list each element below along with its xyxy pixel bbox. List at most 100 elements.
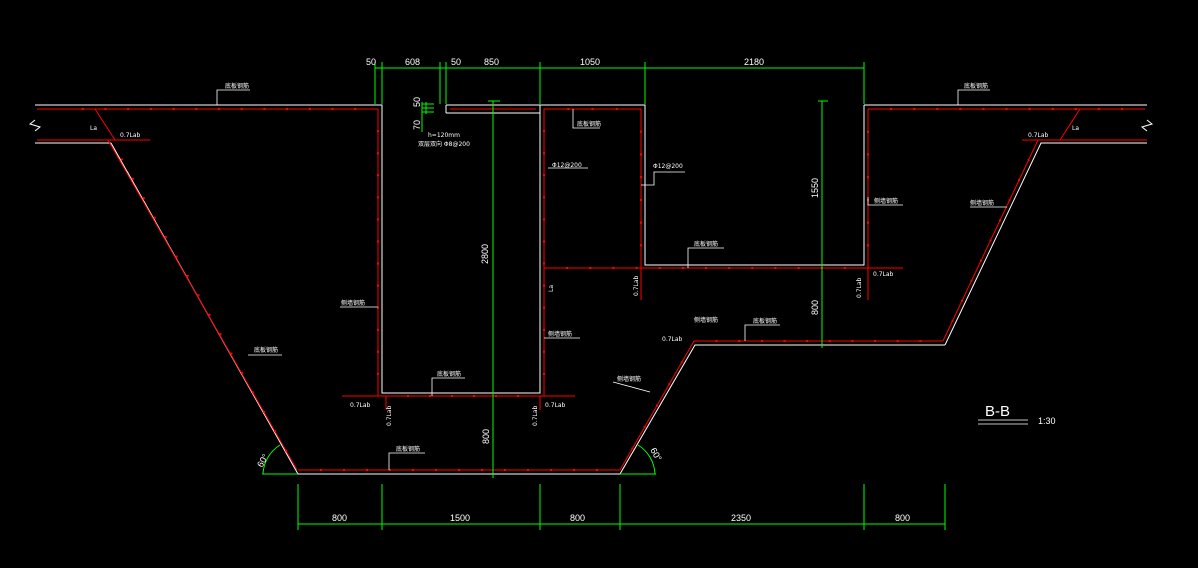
callout-3: 底板钢筋 <box>577 120 601 128</box>
rebar-tick-50 <box>783 340 786 342</box>
slot-label-50: 50 <box>412 97 422 107</box>
leader-1 <box>216 89 250 105</box>
angle-label-right: 60° <box>648 446 664 463</box>
rebar-tick-97 <box>543 174 545 177</box>
rebar-tick-14 <box>131 177 134 180</box>
rebar-tick-105 <box>543 350 545 353</box>
rebar-tick-131 <box>867 176 869 179</box>
rebar-tick-29 <box>320 469 322 471</box>
rebar-tick-38 <box>527 469 529 471</box>
rebar-tick-102 <box>543 284 545 287</box>
rebar-tick-98 <box>543 196 545 199</box>
rebar-tick-112 <box>640 176 642 179</box>
right-lower-slope <box>619 344 945 475</box>
slot-label-70: 70 <box>412 120 422 130</box>
rebar-tick-115 <box>640 244 642 247</box>
leader-2 <box>957 89 990 105</box>
rebar-right-anchor <box>1059 108 1110 141</box>
rebar-tick-51 <box>806 340 809 342</box>
rebar-tick-90 <box>429 395 431 397</box>
rebar-tick-59 <box>970 279 973 282</box>
vertical-label-2800: 2800 <box>480 244 490 264</box>
rebar-tick-74 <box>1074 108 1077 110</box>
rebar-tick-125 <box>774 267 777 269</box>
rebar-tick-44 <box>656 404 658 407</box>
angle-label-left: 60° <box>255 452 271 469</box>
rebar-tick-21 <box>208 313 211 316</box>
rebar-tick-28 <box>285 449 288 452</box>
right-break-mark <box>1140 119 1154 132</box>
rebar-tick-84 <box>377 284 379 287</box>
rebar-tick-0 <box>81 108 84 110</box>
rebar-tick-58 <box>961 299 963 302</box>
anchor-label-base-right: 0.7Lab <box>545 402 566 409</box>
rebar-tick-87 <box>377 350 379 353</box>
anchor-label-base-left: 0.7Lab <box>350 402 371 409</box>
rebar-tick-34 <box>435 469 437 471</box>
top-dim-label-850: 850 <box>484 57 499 67</box>
rebar-tick-80 <box>377 196 379 199</box>
rebar-tick-1 <box>104 108 107 110</box>
rebar-tick-52 <box>828 340 831 342</box>
anchor-label-mid-right: 0.7Lab <box>873 271 894 278</box>
rebar-tick-70 <box>982 108 985 110</box>
rebar-lines <box>37 108 1147 471</box>
rebar-tick-16 <box>153 216 156 219</box>
rebar-tick-17 <box>164 236 167 239</box>
anchor-label-step: 0.7Lab <box>662 336 683 343</box>
rebar-tick-57 <box>951 319 954 322</box>
rebar-tick-81 <box>377 218 379 221</box>
rebar-tick-104 <box>543 328 545 331</box>
top-dim-label-1050: 1050 <box>580 57 600 67</box>
rebar-left-anchor <box>60 108 116 141</box>
rebar-tick-47 <box>715 340 718 342</box>
top-dim-label-2180: 2180 <box>744 57 764 67</box>
rebar-tick-101 <box>543 262 545 265</box>
rebar-tick-3 <box>149 108 152 110</box>
rebar-tick-96 <box>543 152 545 155</box>
left-break-mark <box>28 119 42 132</box>
rebar-tick-5 <box>195 108 198 110</box>
rebar-tick-123 <box>728 267 731 269</box>
anchor-label-v2: 0.7Lab <box>532 405 539 426</box>
rebar-tick-73 <box>1051 108 1054 110</box>
callout-1: 底板钢筋 <box>225 82 249 90</box>
vertical-label-1550: 1550 <box>810 178 820 198</box>
rebar-tick-85 <box>377 306 379 309</box>
rebar-tick-39 <box>550 469 552 471</box>
rebar-tick-7 <box>240 108 243 110</box>
anchor-label-071ab-right: 0.7Lab <box>1028 132 1049 139</box>
rebar-tick-124 <box>751 267 754 269</box>
rebar-tick-54 <box>874 340 877 342</box>
leader-5 <box>641 171 685 186</box>
rebar-tick-111 <box>640 153 642 156</box>
anchor-label-071ab-left: 0.7Lab <box>120 132 141 139</box>
rebar-tick-13 <box>120 158 123 161</box>
rebar-tick-37 <box>504 469 506 471</box>
rebar-tick-36 <box>481 469 483 471</box>
rebar-tick-30 <box>343 469 345 471</box>
leader-3 <box>572 109 600 129</box>
bottom-dim-label-1500: 1500 <box>450 513 470 523</box>
vertical-label-800: 800 <box>810 300 820 315</box>
rebar-tick-83 <box>377 262 379 265</box>
rebar-tick-46 <box>680 361 683 364</box>
rebar-tick-77 <box>377 130 379 133</box>
rebar-tick-63 <box>1008 199 1011 202</box>
rebar-tick-45 <box>668 383 671 385</box>
rebar-tick-6 <box>218 108 220 110</box>
rebar-tick-89 <box>407 395 409 397</box>
dimension-lines <box>262 62 946 530</box>
rebar-tick-18 <box>175 255 178 258</box>
note-rebar-spacing-2: Φ12@200 <box>653 163 683 170</box>
rebar-tick-103 <box>543 306 545 309</box>
angle-arc-left <box>262 444 281 475</box>
rebar-tick-62 <box>999 219 1001 222</box>
leader-lines <box>216 89 1028 470</box>
rebar-tick-134 <box>867 244 869 247</box>
rebar-tick-117 <box>589 267 592 269</box>
note-rebar-spacing-1: Φ12@200 <box>552 162 582 169</box>
rebar-tick-91 <box>451 395 453 397</box>
rebar-tick-2 <box>127 108 130 110</box>
